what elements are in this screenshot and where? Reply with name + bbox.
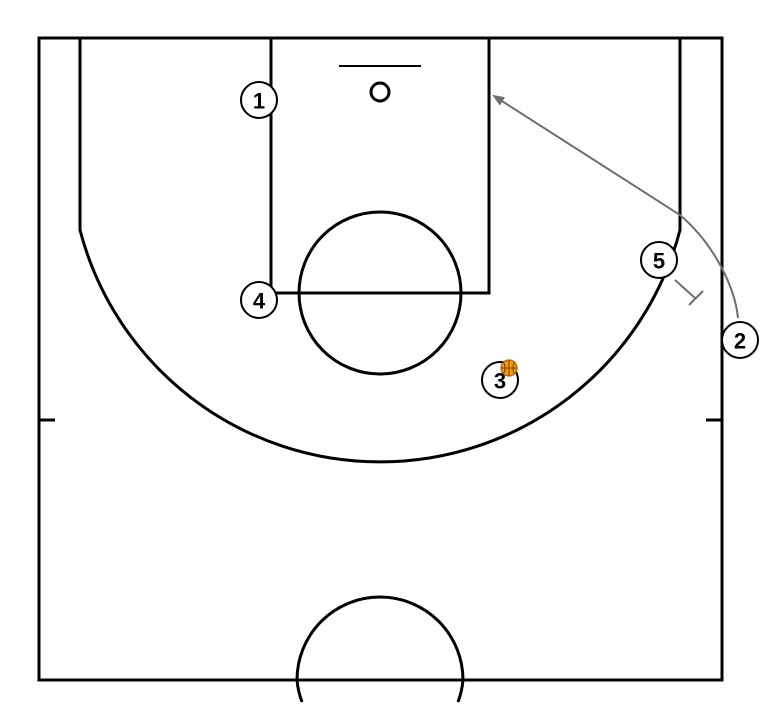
cut-arrow <box>492 94 739 319</box>
center-circle <box>295 595 465 681</box>
court-lines <box>37 36 724 703</box>
player-4: 4 <box>240 281 278 319</box>
player-label: 2 <box>734 329 746 354</box>
court-boundary <box>37 36 724 682</box>
three-point-line <box>78 38 682 464</box>
free-throw-lane <box>269 36 491 295</box>
center-circle-lower <box>295 679 465 703</box>
basketball-icon <box>500 359 518 377</box>
free-throw-circle <box>297 210 463 376</box>
player-2: 2 <box>721 321 759 359</box>
player-1: 1 <box>240 81 278 119</box>
player-label: 3 <box>494 369 506 394</box>
player-5: 5 <box>640 241 678 279</box>
player-label: 4 <box>253 289 266 314</box>
player-label: 1 <box>253 89 265 114</box>
player-label: 5 <box>653 249 665 274</box>
screen-marker <box>674 279 704 306</box>
basket-rim <box>369 81 391 103</box>
